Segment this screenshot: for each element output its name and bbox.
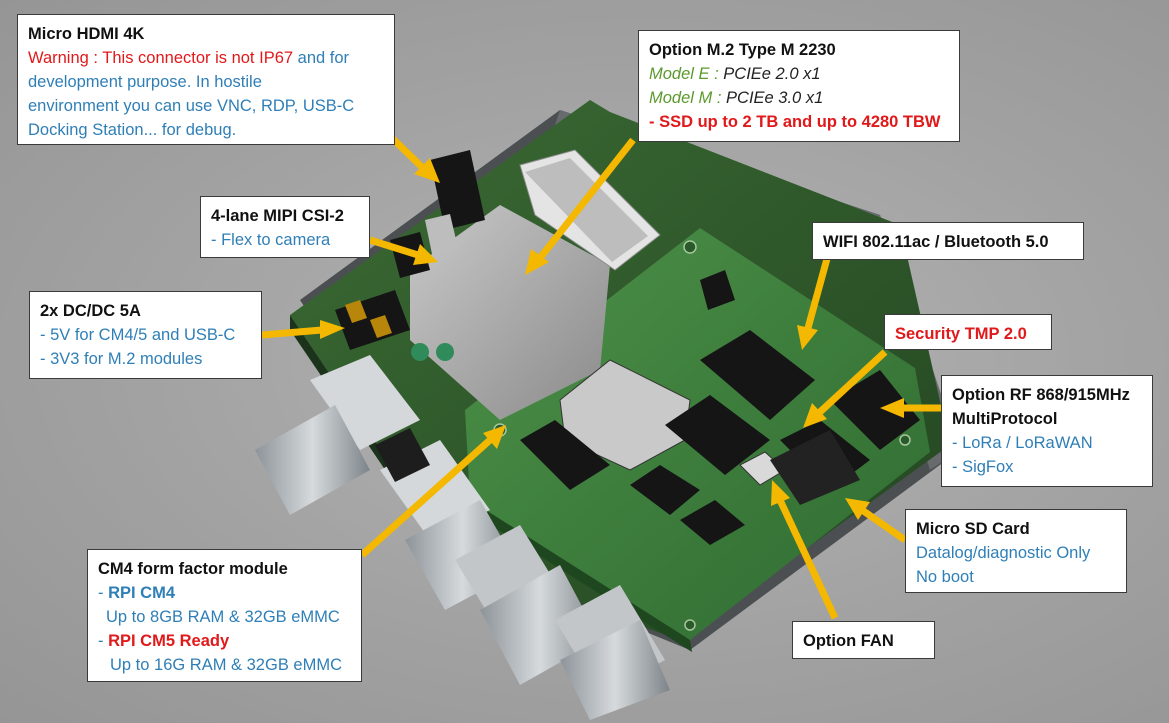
- arrow-dcdc: [261, 320, 345, 339]
- callout-line: - Flex to camera: [211, 231, 331, 249]
- callout-line: No boot: [916, 568, 974, 586]
- callout-line: - SSD up to 2 TB and up to 4280 TBW: [649, 113, 941, 131]
- callout-line: Warning : This connector is not IP67 and…: [28, 46, 384, 70]
- module-label: RPI CM4: [108, 584, 176, 602]
- module-label: RPI CM5 Ready: [108, 632, 230, 650]
- arrow-fan: [771, 480, 839, 620]
- callout-title: 4-lane MIPI CSI-2: [211, 207, 344, 225]
- cable-glands: [255, 355, 670, 720]
- callout-line: - 5V for CM4/5 and USB-C: [40, 326, 236, 344]
- model-value: PCIEe 2.0 x1: [718, 65, 821, 83]
- callout-wifi: WIFI 802.11ac / Bluetooth 5.0: [812, 222, 1084, 260]
- callout-fan: Option FAN: [792, 621, 935, 659]
- callout-title: WIFI 802.11ac / Bluetooth 5.0: [823, 233, 1049, 251]
- callout-line: development purpose. In hostile: [28, 73, 262, 91]
- arrow-cm4: [359, 425, 506, 558]
- callout-m2: Option M.2 Type M 2230 Model E : PCIEe 2…: [638, 30, 960, 142]
- arrow-mipi: [368, 236, 438, 265]
- callout-title: Option M.2 Type M 2230: [649, 41, 836, 59]
- callout-line: - 3V3 for M.2 modules: [40, 350, 203, 368]
- arrow-m2: [525, 137, 636, 275]
- callout-title: Option RF 868/915MHz: [952, 386, 1130, 404]
- arrow-sd: [845, 498, 908, 543]
- callout-line: - RPI CM4: [98, 581, 351, 605]
- callout-title: 2x DC/DC 5A: [40, 302, 141, 320]
- callout-line: - LoRa / LoRaWAN: [952, 434, 1093, 452]
- bullet-prefix: -: [98, 584, 109, 602]
- callout-title: Micro SD Card: [916, 520, 1030, 538]
- arrow-hdmi: [389, 135, 440, 183]
- callout-title: Micro HDMI 4K: [28, 25, 145, 43]
- warning-text: Warning : This connector is not IP67: [28, 49, 294, 67]
- callout-micro-sd: Micro SD Card Datalog/diagnostic Only No…: [905, 509, 1127, 593]
- callout-micro-hdmi: Micro HDMI 4K Warning : This connector i…: [17, 14, 395, 145]
- callout-line: Up to 8GB RAM & 32GB eMMC: [106, 608, 340, 626]
- model-label: Model E :: [649, 65, 719, 83]
- callout-line: Docking Station... for debug.: [28, 121, 237, 139]
- callout-line: Model E : PCIEe 2.0 x1: [649, 62, 949, 86]
- model-value: PCIEe 3.0 x1: [721, 89, 824, 107]
- arrow-wifi: [797, 254, 832, 350]
- ic-chips: [335, 150, 920, 545]
- arrow-tmp: [803, 349, 888, 428]
- callout-title: Option FAN: [803, 632, 894, 650]
- model-label: Model M :: [649, 89, 722, 107]
- callout-title: MultiProtocol: [952, 410, 1058, 428]
- callout-line: environment you can use VNC, RDP, USB-C: [28, 97, 355, 115]
- callout-mipi: 4-lane MIPI CSI-2 - Flex to camera: [200, 196, 370, 258]
- callout-cm4: CM4 form factor module - RPI CM4 Up to 8…: [87, 549, 362, 682]
- callout-dcdc: 2x DC/DC 5A - 5V for CM4/5 and USB-C - 3…: [29, 291, 262, 379]
- callout-line: Datalog/diagnostic Only: [916, 544, 1091, 562]
- callout-title: CM4 form factor module: [98, 560, 288, 578]
- callout-title: Security TMP 2.0: [895, 325, 1027, 343]
- callout-line: Up to 16G RAM & 32GB eMMC: [110, 656, 342, 674]
- callout-arrows: [261, 135, 942, 620]
- callout-line: - SigFox: [952, 458, 1014, 476]
- callout-text: and for: [293, 49, 350, 67]
- bullet-prefix: -: [98, 632, 109, 650]
- callout-line: Model M : PCIEe 3.0 x1: [649, 86, 949, 110]
- callout-line: - RPI CM5 Ready: [98, 629, 351, 653]
- callout-rf: Option RF 868/915MHz MultiProtocol - LoR…: [941, 375, 1153, 487]
- callout-security-tmp: Security TMP 2.0: [884, 314, 1052, 350]
- arrow-rf: [880, 398, 942, 418]
- m2-module: [410, 149, 661, 420]
